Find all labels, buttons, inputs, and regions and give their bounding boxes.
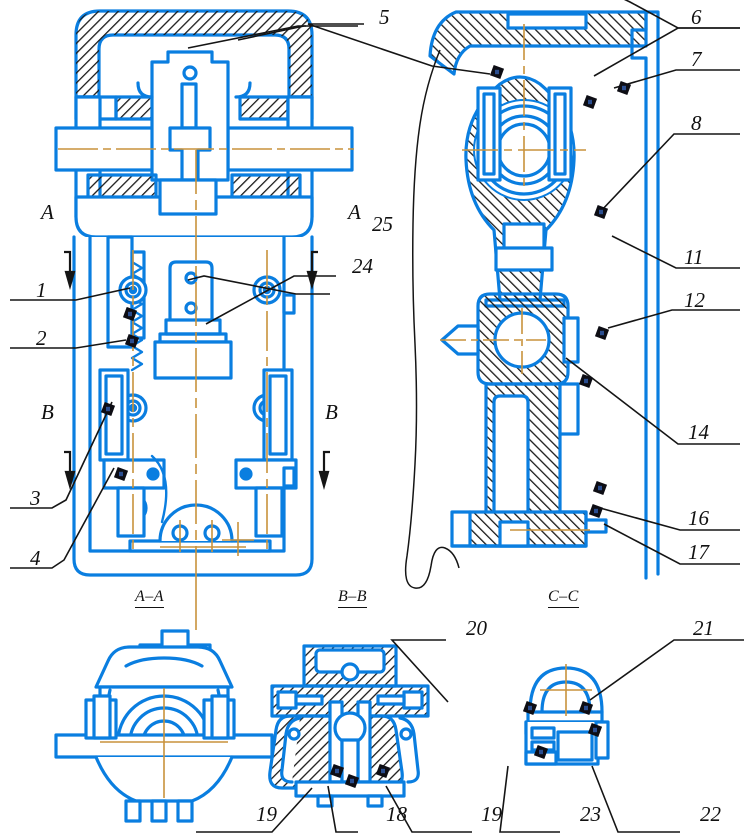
callout-label-1: 1 — [36, 278, 47, 302]
break-line — [404, 49, 460, 589]
section-mark-b-left: B — [41, 400, 54, 424]
callout-label-8: 8 — [691, 111, 702, 135]
callout-label-12: 12 — [684, 288, 705, 312]
section-mark-a-right: A — [348, 200, 361, 224]
callout-label-19-left: 19 — [256, 802, 277, 826]
centerlines-detail — [540, 664, 592, 716]
callout-label-18: 18 — [386, 802, 407, 826]
callout-label-3: 3 — [30, 486, 41, 510]
callout-label-4: 4 — [30, 546, 41, 570]
callout-label-19-right: 19 — [481, 802, 502, 826]
callout-label-2: 2 — [36, 326, 47, 350]
section-bb-geometry — [268, 644, 430, 808]
section-cc-geometry — [428, 10, 660, 580]
section-mark-a-left: A — [41, 200, 54, 224]
callout-label-21: 21 — [693, 616, 714, 640]
callout-label-16: 16 — [688, 506, 709, 530]
centerlines-cc — [440, 24, 590, 531]
callout-label-5: 5 — [379, 5, 390, 29]
centerlines-front — [100, 688, 228, 798]
callout-label-17: 17 — [688, 540, 709, 564]
view-label-bb: B–B — [338, 588, 368, 608]
callout-label-14: 14 — [688, 420, 709, 444]
section-aa-geometry — [54, 9, 354, 577]
view-label-aa: A–A — [135, 588, 165, 608]
bottom-detail-view-geometry — [524, 666, 610, 766]
callout-label-20: 20 — [466, 616, 487, 640]
callout-label-24: 24 — [352, 254, 373, 278]
callout-label-6: 6 — [691, 5, 702, 29]
section-mark-b-right: B — [325, 400, 338, 424]
view-label-cc: C–C — [548, 588, 579, 608]
callout-label-22: 22 — [700, 802, 721, 826]
section-arrows — [64, 250, 330, 491]
callout-label-11: 11 — [684, 245, 704, 269]
callout-label-23: 23 — [580, 802, 601, 826]
centerlines-aa — [58, 148, 354, 630]
callout-label-25: 25 — [372, 212, 393, 236]
leader-lines — [10, 0, 744, 833]
callout-label-7: 7 — [691, 47, 702, 71]
